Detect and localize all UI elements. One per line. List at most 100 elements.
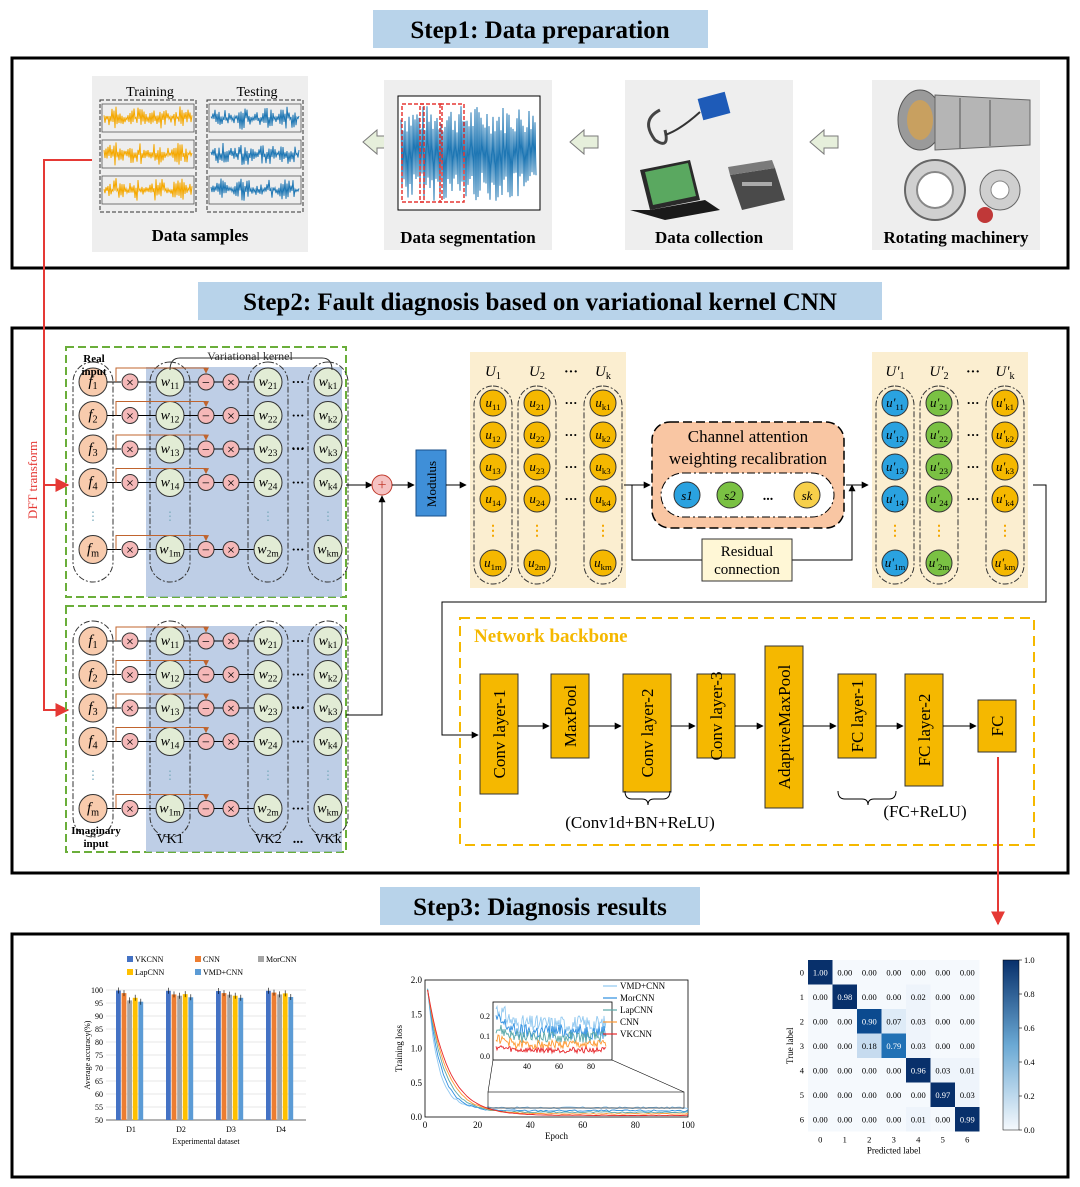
colorbar-label: 0.8 <box>1024 989 1035 999</box>
x-tick-label: D2 <box>176 1125 186 1134</box>
y-tick-label: 70 <box>95 1064 103 1073</box>
ellipsis: ⋮ <box>530 524 544 539</box>
multiply-icon: × <box>126 702 134 717</box>
column-header: U2 <box>529 364 545 382</box>
x-tick-label: 6 <box>965 1135 969 1145</box>
step1-title-bg <box>373 10 708 48</box>
feature-node <box>925 549 953 577</box>
heatmap-cell <box>906 984 931 1009</box>
x-tick-label: 1 <box>843 1135 847 1145</box>
ellipsis: ··· <box>564 427 577 442</box>
ellipsis: ··· <box>291 801 304 816</box>
y-tick-label: 0.0 <box>411 1112 423 1122</box>
multiply-icon: × <box>227 736 235 751</box>
column-group <box>72 361 114 583</box>
zoom-connector <box>611 1059 685 1093</box>
fc-brace <box>837 790 897 806</box>
kernel-label: w13 <box>161 442 180 459</box>
y-tick-label: 75 <box>95 1051 103 1060</box>
heatmap-cell <box>832 1082 857 1107</box>
cell-value: 0.00 <box>837 1041 852 1051</box>
column-header: U1 <box>485 364 501 382</box>
feature-node <box>925 389 953 417</box>
x-tick-label: 5 <box>941 1135 945 1145</box>
layer-block <box>764 645 804 809</box>
feature-label: uk3 <box>595 459 611 476</box>
rotating-machinery-label: Rotating machinery <box>884 228 1029 247</box>
sample-box <box>208 175 302 205</box>
multiply-icon: × <box>126 477 134 492</box>
bar <box>277 994 282 1120</box>
cell-value: 0.03 <box>911 1041 926 1051</box>
zoom-region <box>487 1091 685 1109</box>
ellipsis: ⋮ <box>322 768 334 782</box>
legend-label: VMD+CNN <box>203 968 243 977</box>
ellipsis: ⋮ <box>262 768 274 782</box>
vk-label: VK2 <box>254 832 281 847</box>
layer-label: FC <box>988 716 1007 737</box>
heatmap-cell <box>906 1033 931 1058</box>
kernel-node <box>253 434 283 464</box>
ellipsis: ··· <box>564 459 577 474</box>
subtract-icon: − <box>202 376 210 391</box>
ellipsis: ··· <box>291 442 305 457</box>
y-tick-label: 0 <box>800 967 804 977</box>
kernel-label: wk2 <box>319 409 338 426</box>
legend-swatch <box>195 969 201 975</box>
skip-connector <box>115 367 209 382</box>
feature-label: u'21 <box>930 395 948 412</box>
kernel-node <box>313 693 343 723</box>
skip-connector <box>115 401 209 416</box>
legend-label: VMD+CNN <box>620 981 666 991</box>
column-header: Uk <box>595 364 612 382</box>
kernel-node <box>253 468 283 497</box>
kernel-node <box>313 535 343 564</box>
cell-value: 0.00 <box>886 967 901 977</box>
ellipsis: ··· <box>564 491 577 506</box>
feature-label: ukm <box>594 555 612 572</box>
feature-label: u11 <box>485 395 500 412</box>
heatmap-cell <box>857 1107 882 1132</box>
heatmap-cell <box>930 1082 955 1107</box>
laptop-icon <box>630 160 720 220</box>
dft-label: DFT transform <box>25 441 40 519</box>
signal-trace <box>103 142 193 166</box>
column-group <box>985 385 1025 585</box>
feature-node <box>881 421 909 449</box>
bar <box>166 990 171 1120</box>
heatmap-cell <box>930 1058 955 1083</box>
column-group <box>307 361 349 583</box>
input-label: fm <box>87 801 99 819</box>
legend-swatch <box>258 956 264 962</box>
column-group <box>473 385 513 585</box>
kernel-label: w12 <box>161 409 180 426</box>
kernel-label: wk1 <box>319 634 338 651</box>
training-box <box>99 99 197 213</box>
residual-connector <box>792 484 856 561</box>
kernel-node <box>253 693 283 723</box>
kernel-node <box>313 468 343 497</box>
multiply-icon: × <box>227 477 235 492</box>
bar <box>132 997 138 1120</box>
heatmap-cell <box>930 984 955 1009</box>
cell-value: 0.96 <box>911 1065 926 1075</box>
kernel-label: w2m <box>257 802 279 819</box>
ellipsis: ⋮ <box>262 509 274 523</box>
kernel-label: w21 <box>259 375 278 392</box>
kernel-node <box>253 626 283 656</box>
loss-series <box>427 989 689 1113</box>
inset-series <box>495 1034 607 1051</box>
training-signals <box>101 103 195 205</box>
sample-box <box>101 139 195 169</box>
bar <box>138 1001 144 1120</box>
cell-value: 0.00 <box>935 992 950 1002</box>
kernel-node <box>313 434 343 464</box>
feature-node <box>589 549 617 577</box>
colorbar-label: 0.0 <box>1024 1125 1035 1135</box>
cell-value: 0.00 <box>960 992 975 1002</box>
column-group <box>307 620 349 838</box>
x-tick-label: D4 <box>276 1125 286 1134</box>
colorbar-label: 0.6 <box>1024 1023 1035 1033</box>
y-tick-label: 85 <box>95 1025 103 1034</box>
